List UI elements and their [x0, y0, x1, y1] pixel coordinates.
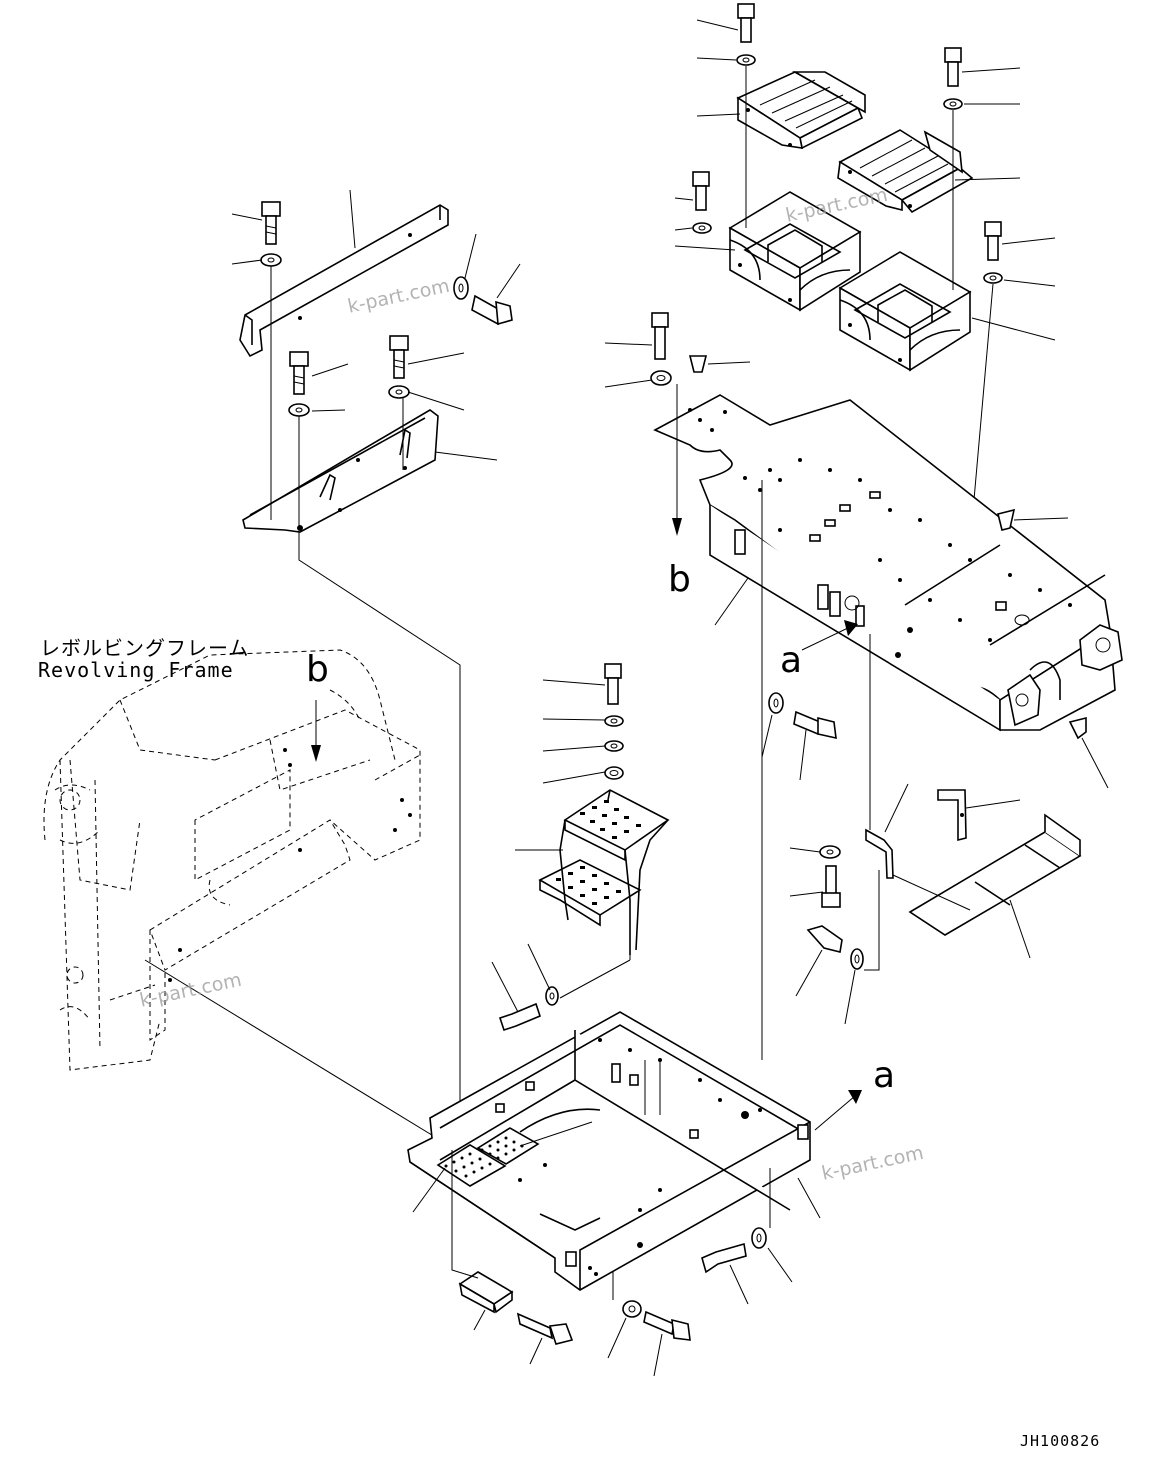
step-box-right — [838, 251, 972, 372]
ladder-fasteners — [498, 663, 624, 1032]
deck-caps — [688, 355, 1087, 740]
step-ladder — [538, 789, 670, 955]
revolving-frame-label-en: Revolving Frame — [38, 658, 234, 682]
drawing-code: JH100826 — [1020, 1432, 1101, 1450]
upper-step-plate-left — [736, 71, 866, 150]
base-leaders — [412, 1060, 862, 1377]
step-box-bolts — [692, 3, 1003, 284]
base-fasteners — [458, 1227, 767, 1345]
bracket-leaders — [789, 783, 1031, 1025]
deck-bolts — [650, 312, 837, 740]
base-frame — [407, 1011, 811, 1291]
view-b-callout-frame: b — [306, 649, 329, 690]
cover-plate — [908, 813, 1082, 936]
upper-rail-bracket — [239, 204, 449, 358]
view-a-callout-base: a — [873, 1055, 896, 1096]
small-bracket — [865, 789, 967, 879]
revolving-frame-label-jp: レボルビングフレーム — [40, 636, 250, 660]
main-deck-beam — [653, 394, 1123, 732]
step-box-left — [728, 191, 862, 312]
bracket-bolts — [806, 845, 864, 970]
view-b-callout-deck: b — [668, 559, 691, 600]
rail-leaders — [144, 189, 521, 1141]
lower-rail-bracket — [242, 409, 439, 533]
deck-leaders — [604, 342, 1109, 1060]
view-b-arrow-frame — [311, 700, 321, 762]
ladder-leaders — [491, 679, 631, 1013]
view-a-callout-deck: a — [780, 640, 803, 681]
upper-step-plate-right — [837, 129, 974, 214]
revolving-frame-phantom — [43, 649, 421, 1071]
